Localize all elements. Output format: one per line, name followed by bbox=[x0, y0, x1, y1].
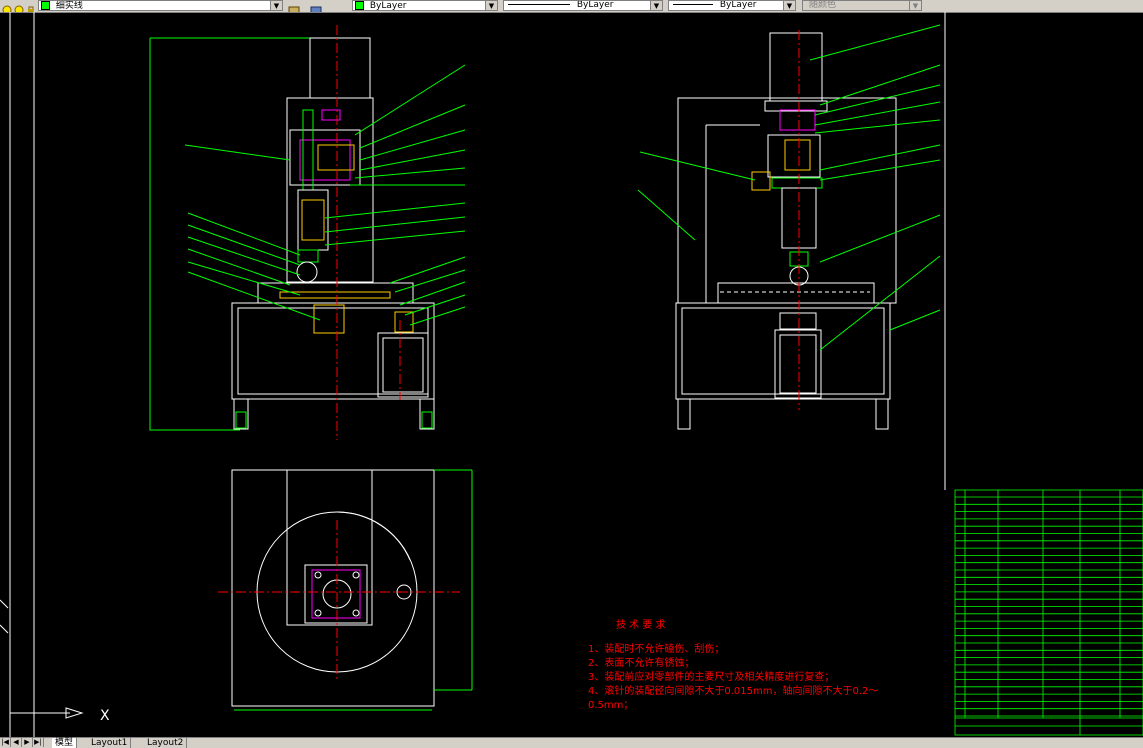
layer-state-icon[interactable] bbox=[2, 0, 12, 12]
chevron-down-icon: ▼ bbox=[783, 1, 795, 10]
chevron-down-icon: ▼ bbox=[909, 1, 921, 10]
top-view bbox=[218, 469, 473, 711]
color-swatch bbox=[355, 1, 364, 10]
last-tab-icon[interactable]: ▶| bbox=[33, 738, 44, 747]
prev-tab-icon[interactable]: ◀ bbox=[11, 738, 22, 747]
tab-model[interactable]: 模型 bbox=[52, 738, 78, 748]
color-control-dropdown[interactable]: ByLayer ▼ bbox=[352, 0, 498, 11]
title-block bbox=[954, 489, 1143, 736]
properties-toolbar: 细实线 ▼ ByLayer ▼ ByLayer ▼ ByLayer ▼ 随颜色 … bbox=[0, 0, 1143, 13]
drawing-frame bbox=[9, 12, 946, 737]
tech-req-line-4: 4、滚针的装配径向间隙不大于0.015mm，轴向间隙不大于0.2～ bbox=[588, 684, 878, 697]
chevron-down-icon: ▼ bbox=[485, 1, 497, 10]
tech-req-line-1: 1、装配时不允许磕伤、刮伤； bbox=[588, 642, 724, 655]
lineweight-control-dropdown[interactable]: ByLayer ▼ bbox=[668, 0, 796, 11]
technical-requirements: 技 术 要 求 1、装配时不允许磕伤、刮伤； 2、表面不允许有锈蚀； 3、装配前… bbox=[588, 618, 878, 711]
layer-name: 细实线 bbox=[55, 1, 83, 11]
tab-layout2[interactable]: Layout2 bbox=[144, 738, 188, 748]
drawing-canvas[interactable]: 技 术 要 求 1、装配时不允许磕伤、刮伤； 2、表面不允许有锈蚀； 3、装配前… bbox=[0, 12, 1143, 737]
chevron-down-icon: ▼ bbox=[650, 1, 662, 10]
tab-layout1[interactable]: Layout1 bbox=[88, 738, 132, 748]
tech-req-line-3: 3、装配前应对零部件的主要尺寸及相关精度进行复查； bbox=[588, 670, 834, 683]
first-tab-icon[interactable]: |◀ bbox=[0, 738, 11, 747]
make-current-layer-icon[interactable] bbox=[288, 0, 300, 12]
layer-dropdown[interactable]: 细实线 ▼ bbox=[38, 0, 283, 11]
next-tab-icon[interactable]: ▶ bbox=[22, 738, 33, 747]
tech-req-line-2: 2、表面不允许有锈蚀； bbox=[588, 656, 694, 669]
tech-req-line-5: 0.5mm； bbox=[588, 700, 633, 711]
lineweight-control-value: ByLayer bbox=[719, 0, 757, 10]
layer-previous-icon[interactable] bbox=[310, 0, 322, 12]
lineweight-sample bbox=[673, 4, 713, 5]
ucs-icon bbox=[0, 599, 84, 719]
chevron-down-icon: ▼ bbox=[270, 1, 282, 10]
tech-req-title: 技 术 要 求 bbox=[616, 618, 666, 631]
linetype-control-value: ByLayer bbox=[576, 0, 614, 10]
side-view bbox=[637, 24, 941, 430]
lock-icon[interactable] bbox=[26, 0, 36, 12]
ucs-x-label: X bbox=[100, 708, 110, 724]
plotstyle-control-dropdown[interactable]: 随颜色 ▼ bbox=[802, 0, 922, 11]
front-view bbox=[149, 25, 466, 440]
linetype-control-dropdown[interactable]: ByLayer ▼ bbox=[503, 0, 663, 11]
freeze-icon[interactable] bbox=[14, 0, 24, 12]
layer-color-swatch bbox=[41, 1, 50, 10]
color-control-value: ByLayer bbox=[369, 1, 407, 11]
plotstyle-control-value: 随颜色 bbox=[809, 0, 837, 10]
linetype-sample bbox=[508, 4, 570, 5]
layout-tabs: |◀ ◀ ▶ ▶| 模型 Layout1 Layout2 bbox=[0, 737, 1143, 748]
